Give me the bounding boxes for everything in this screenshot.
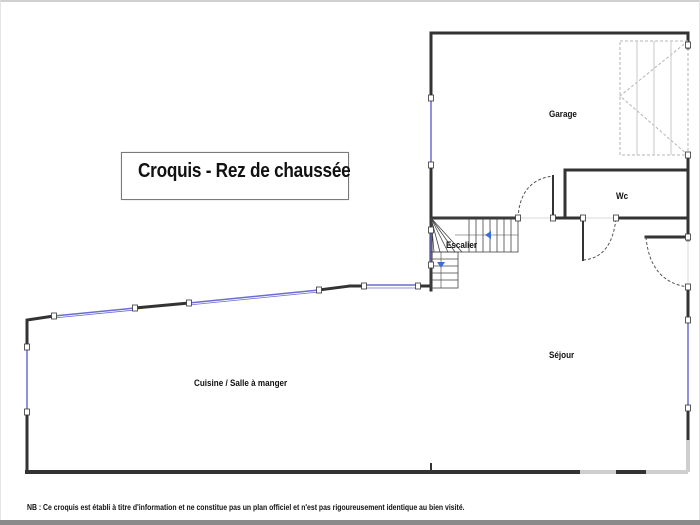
room-label-garage: Garage: [549, 109, 577, 119]
room-label-escalier: Escalier: [446, 240, 478, 250]
door-swings: [517, 175, 689, 288]
plan-title: Croquis - Rez de chaussée: [138, 160, 351, 182]
room-label-cuisine: Cuisine / Salle à manger: [194, 378, 288, 388]
room-label-wc: Wc: [616, 191, 629, 201]
opening-markers: [24, 41, 691, 416]
walls: [25, 31, 690, 474]
stairs: [430, 217, 519, 289]
disclaimer-note: NB : Ce croquis est établi à titre d'inf…: [27, 503, 465, 512]
title-box: Croquis - Rez de chaussée: [121, 152, 351, 200]
bottom-border: [0, 520, 700, 525]
room-label-sejour: Séjour: [549, 350, 575, 360]
stair-arrows: [437, 231, 491, 268]
windows: [26, 98, 689, 412]
